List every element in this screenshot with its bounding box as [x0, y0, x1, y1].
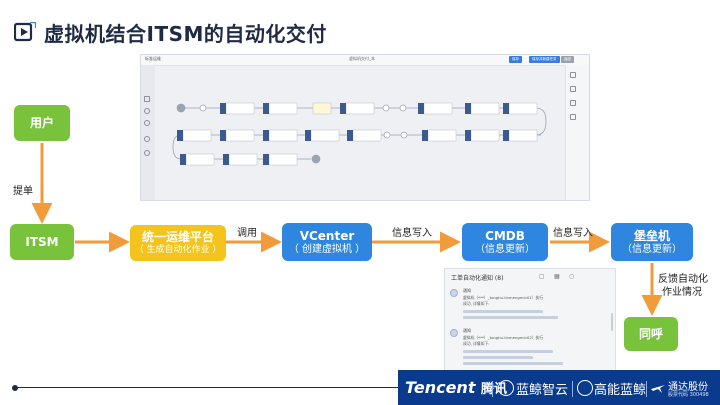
vcenter-sub: （ 创建虚拟机 ）: [288, 243, 366, 255]
plane-logo-icon: [651, 385, 665, 393]
lanjing-logo-icon: [498, 380, 514, 396]
gaoneng-logo-icon: [577, 380, 593, 396]
gaoneng-logo-text: 高能蓝鲸: [594, 383, 647, 398]
panel-icon[interactable]: [570, 72, 576, 78]
feedback-label-2: 作业情况: [662, 287, 702, 298]
footer-separator: [572, 381, 573, 397]
folder-icon[interactable]: ▢: [539, 273, 545, 280]
workflow-toolbar: 标准运维 虚拟机交付_本 保存 保存并新建任务 返回: [141, 55, 589, 66]
platform-sub: （ 生成自动化作业 ）: [134, 244, 222, 255]
cmdb-box: CMDB （信息更新）: [462, 223, 548, 261]
page-title: 虚拟机结合ITSM的自动化交付: [44, 22, 327, 46]
workflow-canvas: [172, 102, 547, 166]
help-icon[interactable]: [144, 150, 150, 156]
workflow-right-panel: [565, 65, 589, 200]
workflow-back-button[interactable]: 返回: [561, 56, 574, 63]
message-text-1b: 成功, 详情如下:: [463, 301, 490, 306]
workflow-save-new-button[interactable]: 保存并新建任务: [529, 56, 560, 63]
message-line: [463, 356, 533, 359]
message-line: [463, 362, 563, 365]
vcenter-box: VCenter （ 创建虚拟机 ）: [282, 223, 372, 261]
bastion-title: 堡垒机: [633, 228, 670, 243]
notification-title: 工单自动化通知 (8): [451, 275, 504, 282]
itsm-box: ITSM: [10, 224, 74, 260]
workflow-brand: 标准运维: [145, 56, 161, 61]
info-icon[interactable]: [570, 100, 576, 106]
message-text-2b: 成功, 详情如下:: [463, 341, 490, 346]
submit-label: 提单: [13, 186, 33, 197]
cmdb-title: CMDB: [485, 228, 525, 243]
sender-name-1: 通知: [463, 288, 471, 293]
fit-icon[interactable]: [144, 120, 150, 126]
write-label-1: 信息写入: [392, 228, 432, 239]
locate-icon[interactable]: [144, 108, 150, 114]
divider-line: [18, 387, 398, 388]
play-logo-icon: [14, 22, 36, 42]
settings-icon[interactable]: [144, 136, 150, 142]
lanjing-logo-text: 蓝鲸智云: [516, 383, 569, 398]
tencent-logo-latin: Tencent: [405, 378, 476, 397]
divider-dot: [12, 385, 18, 391]
bastion-sub: （信息更新）: [622, 243, 682, 255]
message-line: [463, 350, 553, 353]
search-icon[interactable]: ○: [569, 273, 575, 280]
footer-separator: [646, 381, 647, 397]
message-line: [463, 316, 558, 319]
user-label: 用户: [29, 116, 54, 130]
company-sub: 股票代码 300498: [668, 392, 709, 398]
cmdb-sub: （信息更新）: [475, 243, 535, 255]
zoom-icon[interactable]: [144, 96, 150, 102]
tonghu-label: 同呼: [638, 327, 663, 341]
platform-box: 统一运维平台 （ 生成自动化作业 ）: [130, 225, 226, 261]
message-line: [463, 310, 543, 313]
scrollbar[interactable]: [611, 313, 613, 331]
notification-panel: 工单自动化通知 (8) ▢ ▦ ○ 通知 虚拟机（***）_tonghu-lin…: [444, 268, 616, 373]
company-name: 通达股份: [668, 382, 708, 393]
workflow-name: 虚拟机交付_本: [349, 56, 375, 61]
user-box: 用户: [14, 105, 70, 141]
platform-title: 统一运维平台: [141, 229, 214, 244]
bot-avatar-1: [450, 289, 458, 297]
message-text-1a: 虚拟机（***）_tonghu-linmengmin01）执行: [463, 295, 544, 300]
feedback-label-1: 反馈自动化: [658, 274, 708, 285]
bastion-box: 堡垒机 （信息更新）: [611, 223, 693, 261]
list-icon[interactable]: [570, 86, 576, 92]
history-icon[interactable]: [570, 114, 576, 120]
grid-icon[interactable]: ▦: [554, 273, 560, 280]
vcenter-title: VCenter: [299, 228, 355, 243]
footer-bar: [398, 370, 720, 405]
workflow-save-button[interactable]: 保存: [509, 56, 522, 63]
call-label: 调用: [237, 228, 257, 239]
bot-avatar-2: [450, 329, 458, 337]
sender-name-2: 通知: [463, 328, 471, 333]
message-text-2a: 虚拟机（***）_tonghu-linmengmin02）执行: [463, 335, 544, 340]
tonghu-box: 同呼: [624, 317, 678, 351]
write-label-2: 信息写入: [553, 228, 593, 239]
itsm-label: ITSM: [25, 235, 59, 249]
footer-separator: [492, 381, 493, 397]
